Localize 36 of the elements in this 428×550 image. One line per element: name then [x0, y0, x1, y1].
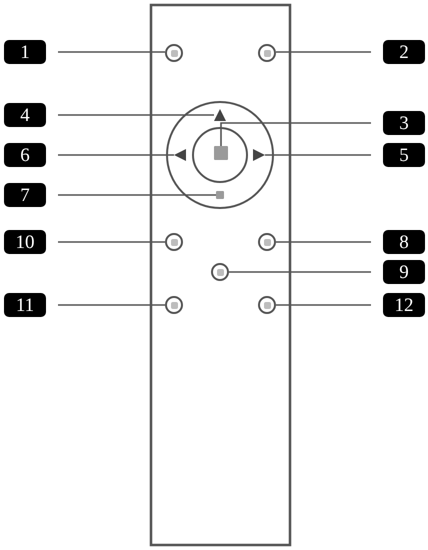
leader-line	[276, 241, 371, 243]
remote-button	[165, 233, 183, 251]
callout-number: 10	[4, 230, 46, 254]
arrow-key	[174, 149, 186, 161]
remote-button	[211, 263, 229, 281]
leader-line	[58, 194, 216, 196]
remote-button	[216, 191, 224, 199]
callout-number: 6	[4, 143, 46, 167]
arrow-key	[214, 109, 226, 121]
remote-button	[165, 296, 183, 314]
leader-line	[58, 51, 165, 53]
leader-line	[58, 154, 174, 156]
remote-button	[258, 233, 276, 251]
callout-number: 9	[383, 260, 425, 284]
callout-number: 12	[383, 293, 425, 317]
remote-button	[214, 146, 228, 160]
callout-number: 2	[383, 40, 425, 64]
remote-button	[258, 296, 276, 314]
leader-line	[58, 114, 214, 116]
leader-line	[265, 154, 371, 156]
callout-number: 11	[4, 293, 46, 317]
leader-line	[58, 241, 165, 243]
callout-number: 5	[383, 143, 425, 167]
callout-number: 8	[383, 230, 425, 254]
leader-line	[220, 122, 371, 146]
callout-number: 7	[4, 183, 46, 207]
arrow-key	[253, 149, 265, 161]
leader-line	[276, 51, 371, 53]
leader-line	[58, 304, 165, 306]
remote-button	[258, 44, 276, 62]
leader-line	[276, 304, 371, 306]
callout-number: 1	[4, 40, 46, 64]
remote-button	[165, 44, 183, 62]
callout-number: 4	[4, 103, 46, 127]
callout-number: 3	[383, 111, 425, 135]
leader-line	[229, 271, 371, 273]
